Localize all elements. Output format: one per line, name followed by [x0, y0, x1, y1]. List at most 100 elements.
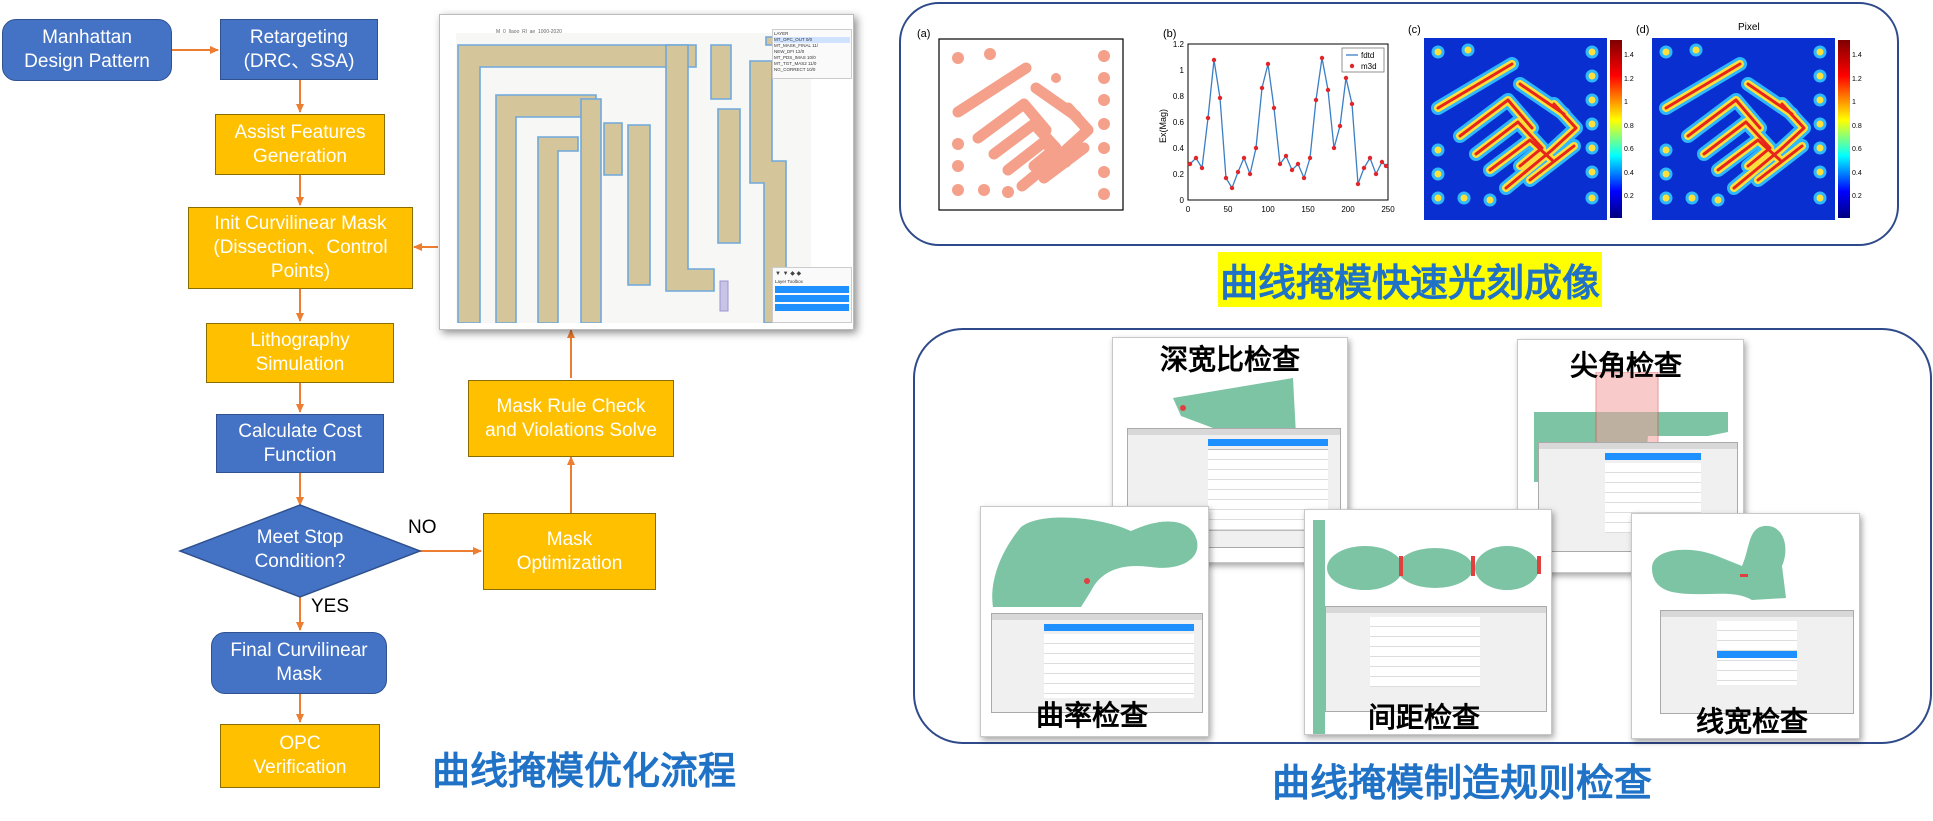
xtick: 0: [1186, 205, 1191, 214]
layer-toolbox-panel: ▼ ▼ ◆ ◆ Layer Toolbox: [772, 267, 852, 323]
width-check-label: 线宽检查: [1696, 705, 1809, 738]
cbar-tick: 0.2: [1852, 193, 1862, 200]
final-curvilinear-mask-node: Final Curvilinear Mask: [211, 632, 387, 694]
layer-item[interactable]: NG_CORRECT 10/0: [774, 67, 816, 72]
flowchart-arrows: [172, 46, 575, 723]
xtick: 200: [1341, 205, 1355, 214]
xtick: 250: [1381, 205, 1395, 214]
node-label: OPC Verification: [253, 733, 347, 778]
imaging-title: 曲线掩模快速光刻成像: [1218, 252, 1603, 307]
cbar-tick: 1.2: [1624, 75, 1634, 83]
node-label: Retargeting (DRC、SSA): [243, 26, 355, 72]
node-label: Mask Optimization: [516, 528, 623, 574]
toolbox-selected-row[interactable]: [775, 286, 849, 293]
colorbar-c-ticks: 1.4 1.2 1 0.8 0.6 0.4 0.2: [1624, 44, 1634, 209]
spacing-check-screenshot: [1304, 509, 1552, 735]
toolbox-icons[interactable]: ▼ ▼ ◆ ◆: [775, 271, 802, 277]
corner-check-label: 尖角检查: [1570, 349, 1683, 382]
mask-optimization-node: Mask Optimization: [483, 513, 656, 590]
ytick: 0.6: [1173, 118, 1185, 127]
toolbox-selected-row[interactable]: [775, 304, 849, 311]
init-curvilinear-mask-node: Init Curvilinear Mask (Dissection、Contro…: [188, 207, 413, 289]
b-legend: [1341, 47, 1385, 73]
cbar-tick: 0.8: [1852, 122, 1862, 130]
node-label: Init Curvilinear Mask (Dissection、Contro…: [213, 213, 388, 282]
width-shape: [1652, 525, 1786, 600]
viewer-title: M_0_Ilaoo_Rl_ae_1000-2020: [496, 29, 562, 35]
ytick: 0: [1180, 196, 1185, 205]
legend-fdtd: fdtd: [1361, 51, 1374, 60]
cbar-tick: 0.4: [1852, 169, 1862, 177]
retargeting-node: Retargeting (DRC、SSA): [220, 19, 378, 80]
colorbar-d: [1838, 40, 1850, 218]
cbar-tick: 1.2: [1852, 75, 1862, 83]
curvature-shape: [992, 517, 1198, 607]
node-label: Assist Features Generation: [234, 121, 366, 167]
layer-list-panel: LAYER MT_OPC_OUT 0/0 MT_MASK_FINAL 11/ N…: [772, 29, 852, 79]
node-label: Meet Stop Condition?: [254, 527, 346, 572]
mrc-panel: [913, 328, 1932, 744]
no-label: NO: [408, 517, 437, 538]
cbar-tick: 0.2: [1624, 193, 1634, 200]
curvature-result-table: [991, 613, 1203, 713]
colorbar-d-ticks: 1.4 1.2 1 0.8 0.6 0.4 0.2: [1852, 44, 1862, 209]
mask-rule-check-node: Mask Rule Check and Violations Solve: [468, 380, 674, 457]
colorbar-c: [1610, 40, 1622, 218]
node-label: Final Curvilinear Mask: [230, 640, 368, 685]
layer-item[interactable]: MT_OPC_OUT 0/0: [774, 37, 850, 43]
opc-verification-node: OPC Verification: [220, 724, 380, 788]
node-label: Lithography Simulation: [250, 330, 350, 375]
cbar-tick: 0.6: [1624, 146, 1634, 153]
layer-list-header: LAYER: [774, 31, 789, 36]
subfig-a-label: (a): [917, 28, 931, 40]
spacing-result-table: [1325, 606, 1547, 712]
node-label: Calculate Cost Function: [238, 420, 362, 466]
assist-features-node: Assist Features Generation: [215, 114, 385, 175]
flow-title: 曲线掩模优化流程: [432, 749, 737, 793]
layer-item[interactable]: MT_MASK_FINAL 11/: [774, 43, 819, 48]
manhattan-design-pattern-node: Manhattan Design Pattern: [2, 19, 172, 81]
curvature-check-screenshot: [980, 506, 1209, 737]
b-ylabel: Ex(Mag): [1158, 109, 1168, 143]
fdtd-line: [1189, 57, 1387, 190]
layout-canvas: [456, 33, 811, 323]
cbar-tick: 0.6: [1852, 146, 1862, 153]
toolbox-label: Layer Toolbox: [775, 279, 803, 284]
node-label: Mask Rule Check and Violations Solve: [485, 395, 657, 441]
mrc-title: 曲线掩模制造规则检查: [1272, 761, 1653, 805]
calculate-cost-function-node: Calculate Cost Function: [216, 414, 384, 473]
legend-m3d: m3d: [1361, 62, 1377, 71]
width-check-screenshot: [1631, 513, 1860, 739]
cbar-tick: 1.4: [1624, 52, 1634, 59]
aspect-check-label: 深宽比检查: [1160, 343, 1301, 376]
subfig-b-chart: 1.2 1 0.8 0.6 0.4 0.2 0 0 50 100 150 200…: [1158, 40, 1395, 214]
layout-viewer-window: M_0_Ilaoo_Rl_ae_1000-2020 LAYER MT_OPC_O…: [439, 14, 854, 330]
subfig-a-mask: [938, 38, 1124, 211]
ytick: 0.4: [1173, 144, 1185, 153]
layer-item[interactable]: MT_TGT_MAS2 11/0: [774, 61, 817, 66]
ytick: 1: [1180, 66, 1185, 75]
spacing-shape: [1313, 520, 1541, 734]
lithography-simulation-node: Lithography Simulation: [206, 323, 394, 383]
yes-label: YES: [311, 596, 350, 617]
stop-condition-diamond: [177, 504, 423, 598]
layer-item[interactable]: NEW_DFI 12/0: [774, 49, 805, 54]
imaging-panel: [899, 2, 1899, 246]
subfig-d-title: Pixel: [1738, 22, 1760, 33]
spacing-check-label: 间距检查: [1368, 701, 1481, 734]
curvature-check-label: 曲率检查: [1036, 699, 1149, 732]
xtick: 50: [1224, 205, 1233, 214]
cbar-tick: 0.8: [1624, 122, 1634, 130]
subfig-c-label: (c): [1408, 24, 1421, 36]
cbar-tick: 1: [1852, 99, 1856, 106]
ytick: 0.2: [1173, 170, 1185, 179]
cbar-tick: 1: [1624, 99, 1628, 106]
subfig-b-label: (b): [1163, 28, 1177, 40]
width-result-table: [1660, 610, 1854, 714]
xtick: 150: [1301, 205, 1315, 214]
layer-item[interactable]: MT_PDS_IMAS 10/0: [774, 55, 816, 60]
toolbox-selected-row[interactable]: [775, 295, 849, 302]
ytick: 1.2: [1173, 40, 1185, 49]
m3d-markers: [1187, 55, 1389, 191]
cbar-tick: 0.4: [1624, 169, 1634, 177]
